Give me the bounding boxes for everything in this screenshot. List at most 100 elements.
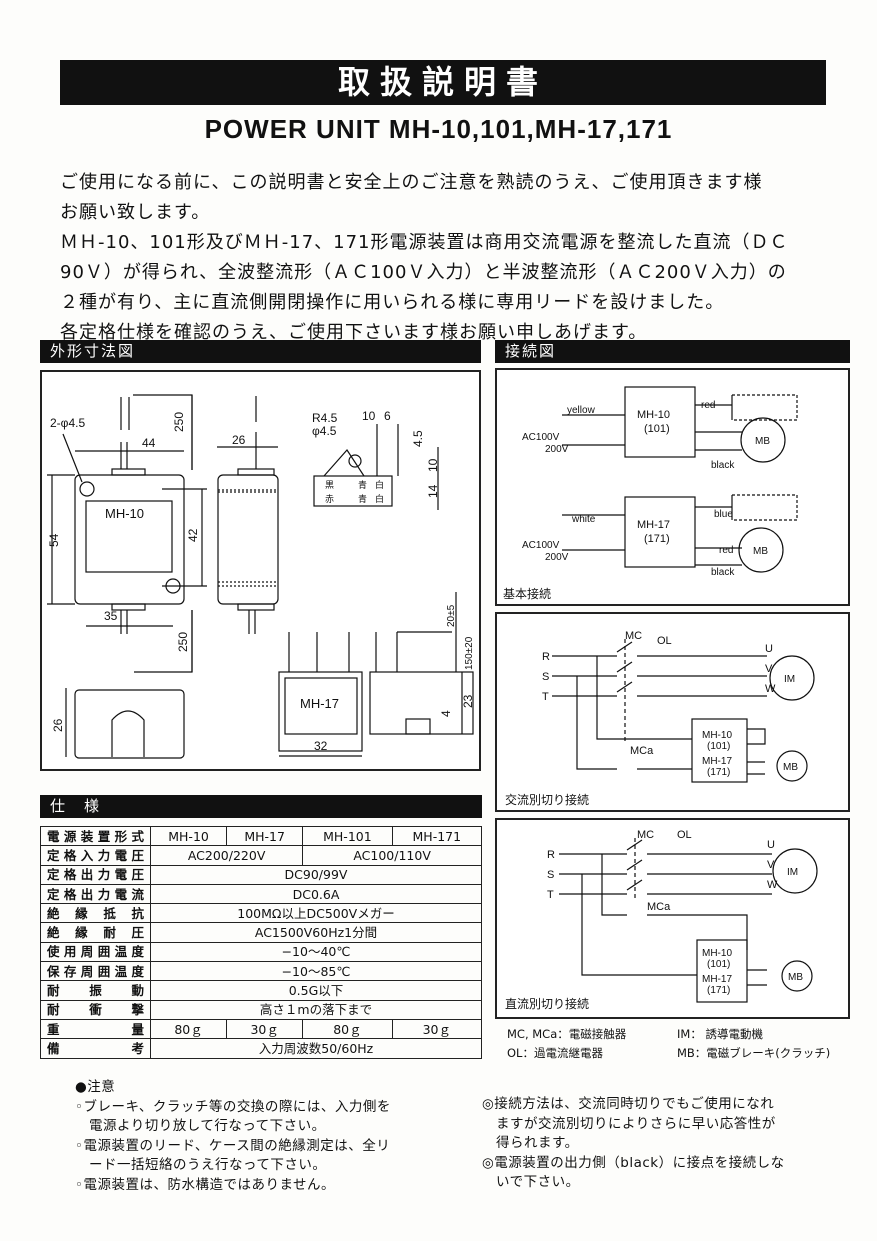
phase-label: V — [767, 859, 775, 871]
dim-label: 14 — [426, 484, 440, 498]
row-label: 保存周囲温度 — [40, 961, 151, 982]
dim-label: 54 — [47, 533, 61, 547]
note-line: ◎電源装置の出力側（black）に接点を接続しな — [482, 1154, 785, 1171]
contactor-label: MCa — [647, 901, 671, 913]
unit-label: (171) — [644, 533, 670, 545]
cell: MH-10 — [149, 825, 228, 847]
wire-label: white — [571, 514, 596, 525]
note-line: ◎接続方法は、交流同時切りでもご使用になれ — [482, 1096, 775, 1112]
phase-label: R — [542, 651, 550, 663]
cell: 80ｇ — [302, 1018, 393, 1040]
dim-label: 32 — [314, 739, 328, 753]
terminal-label: 赤 — [325, 494, 334, 504]
contactor-label: MC — [637, 829, 654, 841]
motor-label: IM — [787, 867, 798, 878]
row-label: 耐振動 — [40, 980, 151, 1001]
dim-label: 26 — [232, 433, 246, 447]
legend-item: MB：電磁ブレーキ(クラッチ) — [677, 1046, 831, 1060]
brake-label: MB — [755, 436, 770, 447]
table-row: 耐衝撃高さ１mの落下まで — [40, 999, 482, 1020]
unit-label: MH-17 — [702, 974, 732, 985]
unit-label: MH-17 — [702, 756, 732, 767]
voltage-label: 200V — [545, 552, 569, 563]
phase-label: V — [765, 663, 773, 675]
phase-label: U — [765, 643, 773, 655]
note-line: ますが交流別切りによりさらに早い応答性が — [482, 1115, 776, 1132]
phase-label: T — [547, 889, 554, 901]
voltage-label: AC100V — [522, 540, 560, 551]
cell: 30ｇ — [391, 1018, 483, 1040]
legend-item: OL：過電流継電器 — [507, 1046, 603, 1060]
cell: 0.5G以下 — [150, 980, 482, 1001]
brake-label: MB — [783, 762, 798, 773]
dim-label: 44 — [142, 436, 156, 450]
dim-label: 23 — [461, 694, 475, 708]
wire-label: blue — [714, 509, 733, 520]
dc-cut-connection-diagram: R S T MC OL U V W IM MCa MH-10 (101) MH-… — [495, 818, 850, 1019]
wire-label: red — [719, 545, 733, 556]
diagram-caption: 基本接続 — [503, 586, 551, 601]
note-line: ード一括短絡のうえ行なって下さい。 — [75, 1157, 327, 1173]
table-row: 使用周囲温度−10〜40℃ — [40, 941, 482, 963]
spec-heading: 仕 様 — [40, 795, 482, 818]
terminal-label: 白 — [375, 493, 384, 504]
cell: MH-17 — [226, 825, 304, 847]
cell: 80ｇ — [149, 1018, 228, 1040]
legend-item: IM： 誘導電動機 — [677, 1027, 763, 1041]
wire-label: black — [711, 567, 735, 578]
unit-label: MH-10 — [702, 948, 732, 959]
wire-label: black — [711, 460, 735, 471]
phase-label: S — [542, 671, 549, 683]
contactor-label: MCa — [630, 745, 654, 757]
symbol-legend: MC, MCa：電磁接触器 IM： 誘導電動機 OL：過電流継電器 MB：電磁ブレー… — [507, 1025, 852, 1063]
row-label: 使用周囲温度 — [40, 941, 151, 963]
unit-label: MH-10 — [637, 409, 670, 421]
motor-label: IM — [784, 674, 795, 685]
basic-connection-diagram: yellow AC100V 200V MH-10 (101) red black… — [495, 368, 850, 606]
document-title: 取扱説明書 — [60, 60, 826, 105]
diagram-caption: 直流別切り接続 — [505, 996, 589, 1011]
brake-label: MB — [788, 972, 803, 983]
note-line: 電源より切り放して行なって下さい。 — [75, 1118, 326, 1134]
row-label: 絶縁抵抗 — [40, 903, 151, 924]
cell: AC100/110V — [302, 845, 482, 866]
model-label: MH-17 — [300, 696, 339, 711]
contactor-label: MC — [625, 630, 642, 642]
cell: 100MΩ以上DC500Vメガー — [150, 903, 482, 924]
relay-label: OL — [657, 635, 672, 647]
dim-label: R4.5 — [312, 411, 338, 425]
terminal-label: 青 — [358, 493, 367, 504]
wire-label: yellow — [567, 405, 596, 416]
row-label: 定格出力電流 — [40, 883, 151, 905]
unit-label: MH-17 — [637, 519, 670, 531]
cell: −10〜85℃ — [150, 961, 482, 982]
intro-line: お願い致します。 — [60, 202, 211, 223]
voltage-label: AC100V — [522, 432, 560, 443]
intro-line: ２種が有り、主に直流側開閉操作に用いられる様に専用リードを設けました。 — [60, 292, 725, 313]
cell: 入力周波数50/60Hz — [150, 1038, 482, 1059]
table-row: 備考入力周波数50/60Hz — [40, 1038, 482, 1059]
unit-label: (171) — [707, 985, 730, 996]
unit-label: (101) — [707, 959, 730, 970]
unit-label: (101) — [644, 423, 670, 435]
phase-label: W — [765, 683, 776, 695]
cell: 高さ１mの落下まで — [150, 999, 482, 1020]
caution-notes: ●注意 ◦ブレーキ、クラッチ等の交換の際には、入力側を 電源より切り放して行なっ… — [75, 1078, 475, 1195]
legend-item: MC, MCa：電磁接触器 — [507, 1027, 627, 1041]
intro-line: ご使用になる前に、この説明書と安全上のご注意を熟読のうえ、ご使用頂きます様 — [60, 172, 763, 193]
cell: DC90/99V — [150, 864, 482, 885]
note-line: ◦ブレーキ、クラッチ等の交換の際には、入力側を — [75, 1098, 391, 1115]
unit-label: (101) — [707, 741, 730, 752]
table-row: 保存周囲温度−10〜85℃ — [40, 961, 482, 982]
row-label: 絶縁耐圧 — [40, 922, 151, 943]
intro-paragraph: ご使用になる前に、この説明書と安全上のご注意を熟読のうえ、ご使用頂きます様 お願… — [60, 168, 840, 348]
dim-label: 35 — [104, 609, 118, 623]
note-line: いで下さい。 — [482, 1174, 580, 1190]
ac-cut-connection-diagram: R S T MC OL U V W IM MCa MH-10 (101) MH-… — [495, 612, 850, 812]
dimension-drawing: 2-φ4.5 44 250 54 42 35 250 26 26 R4.5 φ4… — [40, 370, 481, 771]
